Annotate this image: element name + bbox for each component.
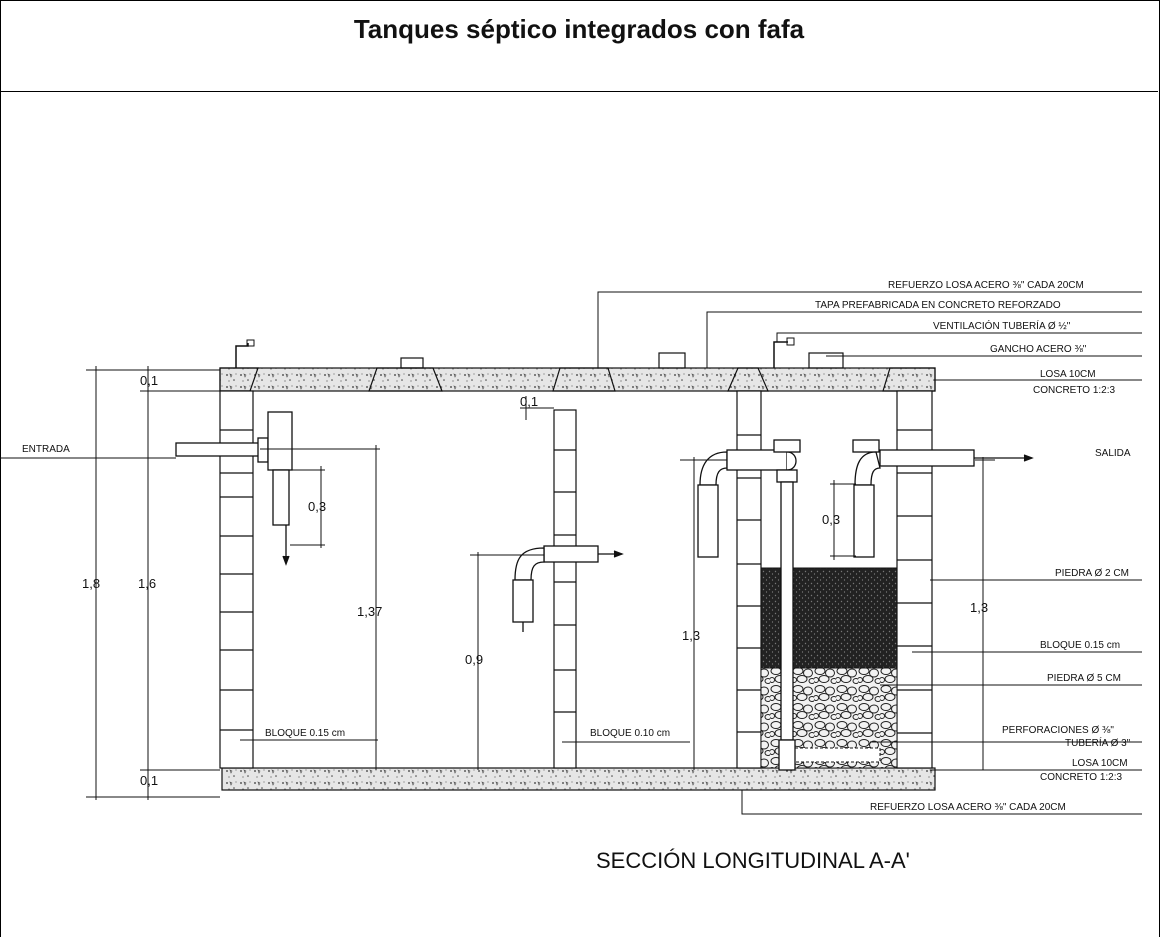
dim-third-pipe: 1,3	[682, 628, 700, 643]
label-perforaciones: PERFORACIONES Ø ⅜"	[1002, 725, 1114, 736]
label-gancho: GANCHO ACERO ⅜"	[990, 344, 1087, 355]
label-piedra-2cm: PIEDRA Ø 2 CM	[1055, 568, 1129, 579]
top-slab	[219, 367, 936, 392]
inlet-pipe	[175, 411, 293, 566]
filter-inlet-pipe	[697, 439, 801, 771]
perforated-pipe	[789, 747, 881, 763]
vent-pipe	[235, 343, 249, 368]
label-losa-bottom: LOSA 10CM	[1072, 758, 1128, 769]
vent-cap	[786, 337, 795, 346]
section-caption: SECCIÓN LONGITUDINAL A-A'	[596, 848, 910, 873]
cover-trapezoid	[727, 367, 769, 392]
hook-handle	[400, 357, 424, 369]
label-bloque-010: BLOQUE 0.10 cm	[590, 728, 670, 739]
bottom-slab	[221, 767, 936, 791]
dimension-lines	[86, 366, 995, 800]
hook-handle	[658, 352, 686, 369]
vent-cap	[246, 339, 255, 347]
dim-wall-gap: 0,1	[520, 394, 538, 409]
transfer-pipe	[512, 545, 624, 632]
label-bloque-015-right: BLOQUE 0.15 cm	[1040, 640, 1120, 651]
label-ventilacion: VENTILACIÓN TUBERÍA Ø ½"	[933, 319, 1071, 332]
hook-handle	[808, 352, 844, 369]
leader-lines	[0, 291, 1142, 815]
right-wall	[896, 390, 933, 769]
dim-middle-outlet: 0,9	[465, 652, 483, 667]
filter-wall	[736, 390, 762, 769]
label-entrada: ENTRADA	[22, 444, 70, 455]
dim-top-slab: 0,1	[140, 373, 158, 388]
cover-trapezoid	[882, 367, 936, 392]
dim-inlet-height: 1,37	[357, 604, 382, 619]
label-refuerzo-top: REFUERZO LOSA ACERO ⅜" CADA 20CM	[888, 280, 1084, 291]
label-concreto-top: CONCRETO 1:2:3	[1033, 385, 1115, 396]
section-drawing: REFUERZO LOSA ACERO ⅜" CADA 20CM TAPA PR…	[0, 280, 1142, 873]
dim-bottom-slab: 0,1	[140, 773, 158, 788]
title-cell: Tanques séptico integrados con fafa	[0, 0, 1158, 92]
label-tapa: TAPA PREFABRICADA EN CONCRETO REFORZADO	[815, 300, 1061, 311]
dim-outlet-drop: 0,3	[822, 512, 840, 527]
middle-wall	[553, 409, 577, 769]
label-losa-top: LOSA 10CM	[1040, 369, 1096, 380]
dim-inlet-drop: 0,3	[308, 499, 326, 514]
label-refuerzo-bottom: REFUERZO LOSA ACERO ⅜" CADA 20CM	[870, 802, 1066, 813]
label-bloque-015-left: BLOQUE 0.15 cm	[265, 728, 345, 739]
label-piedra-5cm: PIEDRA Ø 5 CM	[1047, 673, 1121, 684]
cover-trapezoid	[552, 367, 616, 392]
vent-pipe	[773, 341, 788, 368]
page-title: Tanques séptico integrados con fafa	[353, 14, 805, 44]
label-concreto-bottom: CONCRETO 1:2:3	[1040, 772, 1122, 783]
dim-inner: 1,6	[138, 576, 156, 591]
label-tuberia: TUBERÍA Ø 3"	[1065, 736, 1131, 749]
dim-total: 1,8	[82, 576, 100, 591]
label-salida: SALIDA	[1095, 448, 1131, 459]
dim-outlet-height: 1,3	[970, 600, 988, 615]
outlet-pipe	[852, 439, 1034, 558]
